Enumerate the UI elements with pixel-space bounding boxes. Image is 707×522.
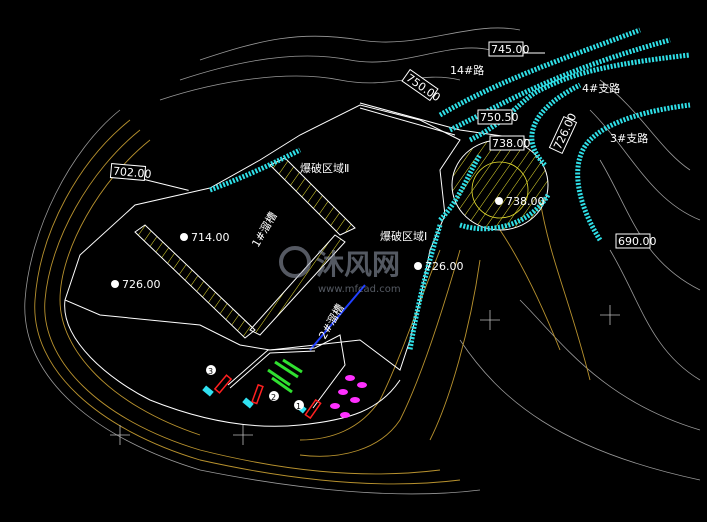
elevation-738-point: 738.00	[495, 195, 545, 208]
equipment-magenta	[330, 375, 367, 418]
haul-lines	[227, 334, 346, 409]
svg-text:690.00: 690.00	[618, 235, 657, 248]
watermark: 沐风网 www.mfcad.com	[279, 246, 401, 295]
elevation-714: 714.00	[180, 231, 230, 244]
svg-text:738.00: 738.00	[506, 195, 545, 208]
chute-2-label: 2#溜槽	[315, 301, 346, 341]
hatch-zone-2-top	[269, 157, 356, 236]
site-boundary	[64, 102, 531, 427]
blue-guide-line	[309, 284, 366, 351]
hatch-zone-2-right	[249, 234, 346, 336]
road-14-label: 14#路	[450, 64, 484, 77]
svg-text:www.mfcad.com: www.mfcad.com	[318, 284, 401, 295]
svg-text:738.00: 738.00	[492, 137, 531, 150]
marker-1: 1	[294, 400, 304, 411]
grid-crosses	[110, 305, 620, 445]
svg-text:714.00: 714.00	[191, 231, 230, 244]
svg-text:沐风网: 沐风网	[316, 248, 400, 281]
equipment-red	[213, 374, 322, 420]
zone-1-label: 爆破区域Ⅰ	[380, 229, 427, 243]
elevation-726-road: 726.00	[548, 111, 579, 155]
elevation-738-road: 738.00	[489, 135, 531, 151]
svg-text:2: 2	[271, 393, 276, 402]
elevation-702: 702.00	[109, 163, 189, 191]
marker-2: 2	[269, 391, 279, 402]
svg-text:745.00: 745.00	[491, 43, 530, 56]
svg-text:726.00: 726.00	[551, 111, 579, 151]
svg-text:726.00: 726.00	[122, 278, 161, 291]
platform-circle	[471, 161, 529, 219]
elevation-726-mid: 726.00	[414, 260, 464, 273]
svg-text:726.00: 726.00	[425, 260, 464, 273]
svg-text:702.00: 702.00	[112, 165, 151, 181]
zone-2-label: 爆破区域Ⅱ	[300, 161, 349, 175]
svg-text:3: 3	[208, 367, 213, 376]
elevation-726-left: 726.00	[111, 278, 161, 291]
roads	[209, 27, 691, 351]
svg-text:1: 1	[296, 402, 301, 411]
elevation-690: 690.00	[615, 233, 657, 249]
equipment-green	[267, 358, 303, 394]
road-4-label: 4#支路	[582, 82, 620, 95]
elevation-750-5: 750.50	[477, 109, 519, 125]
elevation-745: 745.00	[488, 41, 545, 57]
contour-lines	[24, 27, 701, 495]
road-3-label: 3#支路	[610, 132, 648, 145]
chute-1-label: 1#溜槽	[248, 209, 279, 249]
elevation-750: 750.00	[401, 68, 443, 104]
svg-text:750.50: 750.50	[480, 111, 519, 124]
marker-3: 3	[206, 365, 216, 376]
